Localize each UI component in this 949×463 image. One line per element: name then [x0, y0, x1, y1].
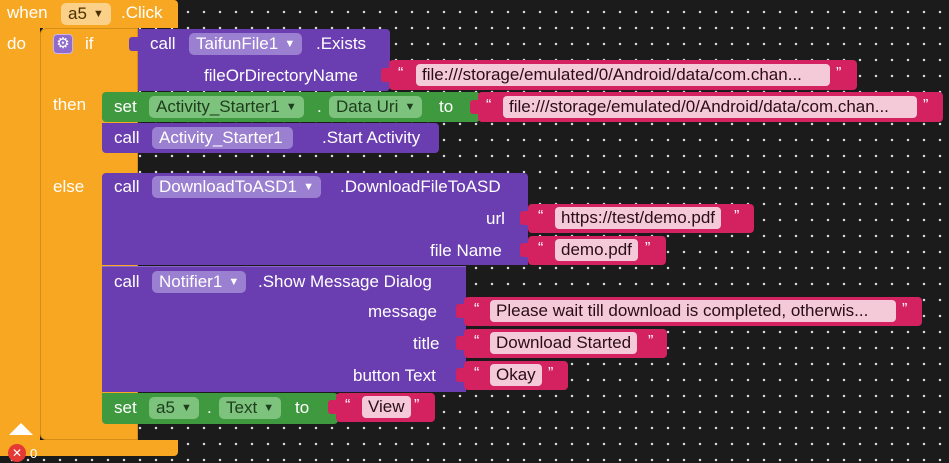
notifier-component-dropdown[interactable]: Notifier1▼	[152, 271, 247, 293]
activity-starter-dropdown[interactable]: Activity_Starter1	[152, 127, 293, 149]
chevron-down-icon: ▼	[181, 402, 192, 414]
set-label: set	[114, 97, 137, 116]
text-connector	[520, 243, 530, 257]
button-text-param-label: button Text	[353, 366, 436, 385]
exists-call-label: call	[150, 34, 176, 53]
open-quote-icon: “	[474, 301, 480, 318]
text-connector	[381, 68, 391, 82]
close-quote-icon: ”	[734, 208, 740, 225]
set-to-label: to	[439, 97, 454, 116]
download-component-dropdown[interactable]: DownloadToASD1▼	[152, 176, 321, 198]
open-quote-icon: “	[474, 333, 480, 350]
close-quote-icon: ”	[836, 65, 842, 82]
chevron-down-icon: ▼	[263, 402, 275, 414]
collapse-warnings-icon[interactable]	[9, 423, 33, 435]
chevron-down-icon: ▼	[303, 181, 314, 193]
error-count: 0	[30, 446, 38, 461]
file-or-directory-label: fileOrDirectoryName	[204, 66, 358, 85]
text-connector	[456, 304, 466, 318]
event-do-label: do	[7, 34, 26, 53]
title-param-label: title	[413, 334, 440, 353]
data-uri-value[interactable]: file:///storage/emulated/0/Android/data/…	[503, 96, 917, 118]
close-quote-icon: ”	[645, 240, 651, 257]
close-quote-icon: ”	[548, 365, 554, 382]
close-quote-icon: ”	[902, 301, 908, 318]
open-quote-icon: “	[398, 65, 404, 82]
start-activity-method-label: .Start Activity	[322, 128, 421, 147]
exists-connector	[129, 37, 139, 51]
event-block-body-left	[0, 28, 40, 444]
then-label: then	[53, 95, 87, 114]
set-text-dot-label: .	[207, 398, 212, 417]
start-activity-call-label: call	[114, 128, 140, 147]
event-block-bottom	[0, 440, 178, 456]
chevron-down-icon: ▼	[228, 276, 240, 288]
text-connector	[520, 211, 530, 225]
data-uri-property-dropdown[interactable]: Data Uri▼	[329, 96, 423, 118]
download-method-label: .DownloadFileToASD	[340, 177, 501, 196]
error-icon[interactable]: ✕	[8, 444, 26, 462]
message-value[interactable]: Please wait till download is completed, …	[490, 300, 896, 322]
url-value[interactable]: https://test/demo.pdf	[555, 207, 722, 229]
activity-starter-dropdown[interactable]: Activity_Starter1▼	[149, 96, 304, 118]
button-text-value[interactable]: Okay	[490, 364, 542, 386]
gear-icon[interactable]: ⚙	[53, 34, 73, 54]
open-quote-icon: “	[538, 208, 544, 225]
message-param-label: message	[368, 302, 437, 321]
title-value[interactable]: Download Started	[490, 332, 638, 354]
file-name-param-label: file Name	[430, 241, 502, 260]
a5-component-dropdown[interactable]: a5▼	[149, 397, 199, 419]
text-connector	[456, 336, 466, 350]
else-label: else	[53, 177, 85, 196]
text-property-dropdown[interactable]: Text▼	[219, 397, 282, 419]
taifunfile-dropdown[interactable]: TaifunFile1▼	[189, 33, 303, 55]
text-connector	[470, 100, 480, 114]
chevron-down-icon: ▼	[93, 8, 104, 20]
close-quote-icon: ”	[648, 333, 654, 350]
download-call-label: call	[114, 177, 140, 196]
open-quote-icon: “	[474, 365, 480, 382]
text-connector	[328, 400, 338, 414]
view-value[interactable]: View	[362, 396, 411, 418]
event-component-dropdown[interactable]: a5▼	[61, 3, 111, 25]
open-quote-icon: “	[345, 397, 351, 414]
set-text-to-label: to	[295, 398, 310, 417]
open-quote-icon: “	[538, 240, 544, 257]
set-text-set-label: set	[114, 398, 137, 417]
exists-path-value[interactable]: file:///storage/emulated/0/Android/data/…	[416, 64, 830, 86]
close-quote-icon: ”	[923, 97, 929, 114]
event-when-label: when	[7, 3, 48, 22]
set-dot-label: .	[317, 97, 322, 116]
file-name-value[interactable]: demo.pdf	[555, 239, 638, 261]
open-quote-icon: “	[486, 97, 492, 114]
exists-method-label: .Exists	[316, 34, 367, 53]
notifier-call-label: call	[114, 272, 140, 291]
if-label: if	[85, 34, 94, 53]
notifier-method-label: .Show Message Dialog	[258, 272, 432, 291]
chevron-down-icon: ▼	[285, 101, 297, 113]
text-connector	[456, 368, 466, 382]
event-name-label: .Click	[121, 3, 163, 22]
chevron-down-icon: ▼	[284, 38, 296, 50]
url-param-label: url	[486, 209, 505, 228]
close-quote-icon: ”	[414, 397, 420, 414]
chevron-down-icon: ▼	[404, 101, 416, 113]
